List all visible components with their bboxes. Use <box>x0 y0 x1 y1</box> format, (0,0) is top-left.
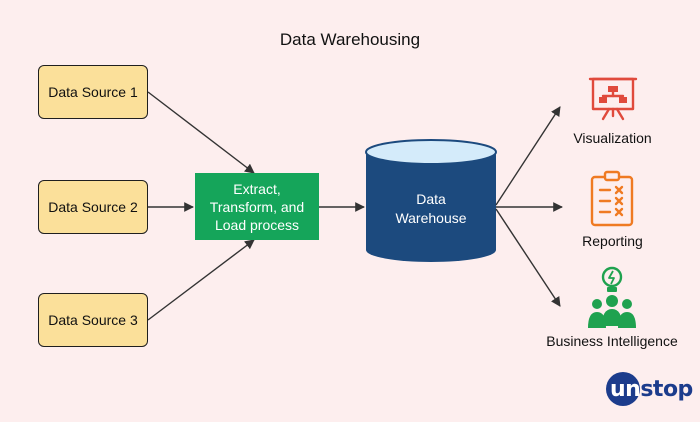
data-source-2-node: Data Source 2 <box>38 180 148 234</box>
warehouse-label-line1: Data <box>416 191 446 207</box>
clipboard-checklist-icon <box>590 170 634 227</box>
etl-label-line2: Transform, and <box>209 198 305 215</box>
team-lightbulb-icon <box>588 266 636 328</box>
etl-process-node: Extract, Transform, and Load process <box>195 173 319 240</box>
visualization-label: Visualization <box>573 130 652 146</box>
etl-label-line1: Extract, <box>233 180 281 197</box>
warehouse-label: Data Warehouse <box>366 190 496 228</box>
business-intelligence-label: Business Intelligence <box>546 333 678 349</box>
warehouse-label-line2: Warehouse <box>395 210 467 226</box>
diagram-title: Data Warehousing <box>279 30 421 49</box>
reporting-label: Reporting <box>582 233 643 249</box>
logo-circle <box>606 372 640 406</box>
data-source-1-node: Data Source 1 <box>38 65 148 119</box>
arrow-warehouse-visualization <box>495 106 561 206</box>
data-source-3-node: Data Source 3 <box>38 293 148 347</box>
presentation-board-icon <box>588 77 638 121</box>
arrow-source3-etl <box>147 239 255 321</box>
etl-label-line3: Load process <box>214 216 300 233</box>
warehouse-cylinder <box>365 139 497 262</box>
arrow-warehouse-bi <box>495 208 561 307</box>
arrow-source1-etl <box>147 91 255 174</box>
